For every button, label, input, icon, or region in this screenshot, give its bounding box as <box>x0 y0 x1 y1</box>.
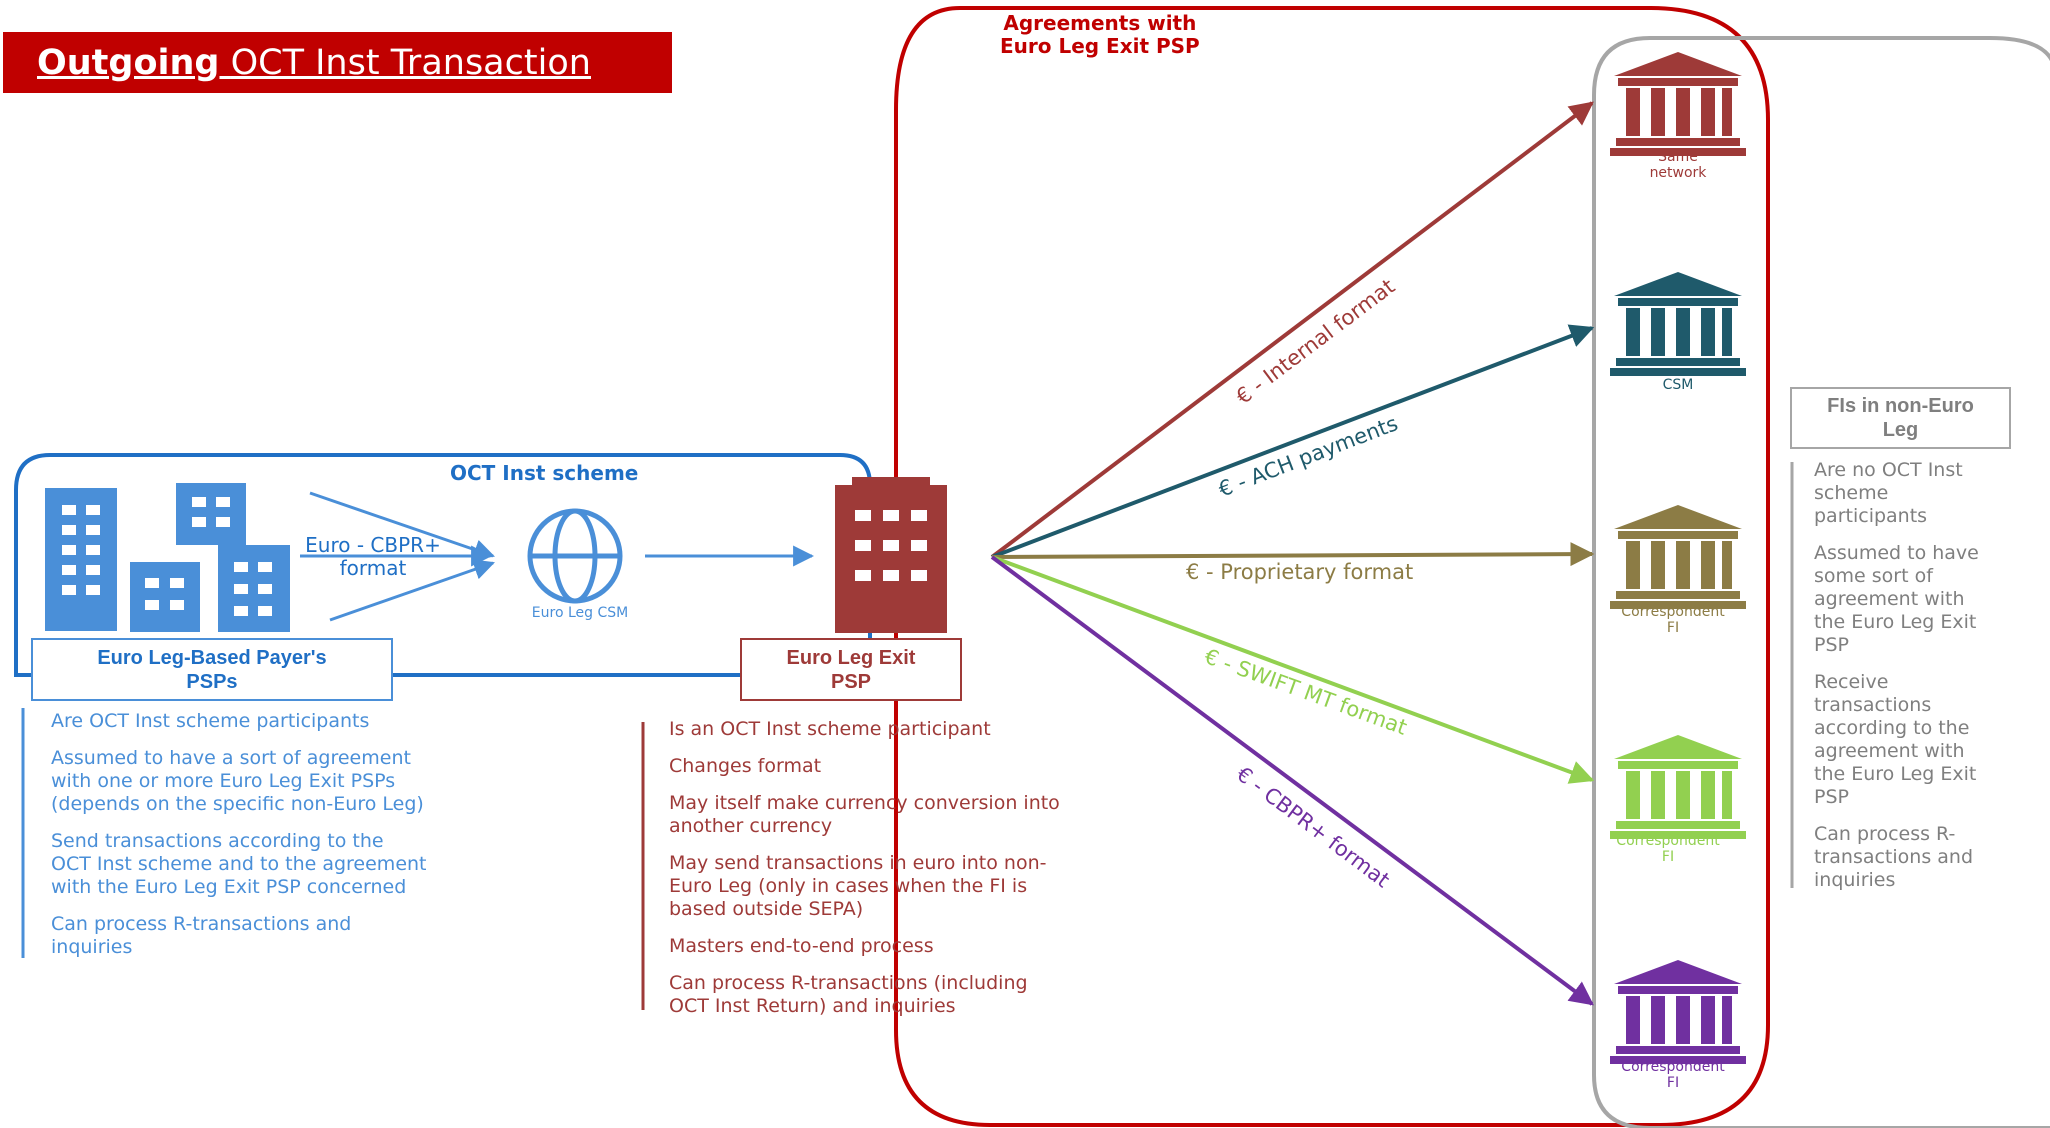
label-proprietary: € - Proprietary format <box>1186 560 1413 584</box>
office-building-icon <box>45 483 290 632</box>
non-euro-region <box>1592 36 2050 1128</box>
payer-points-list: Are OCT Inst scheme participants Assumed… <box>25 710 531 973</box>
title-rest: OCT Inst Transaction <box>230 42 591 83</box>
scheme-label: OCT Inst scheme <box>450 461 639 485</box>
exit-points-list: Is an OCT Inst scheme participant Change… <box>643 718 1149 1032</box>
bank-building-icon <box>1610 960 1746 1064</box>
exit-psp-building-icon <box>835 477 947 633</box>
globe-icon <box>527 508 623 604</box>
arrow-payer-csm-bottom <box>329 559 495 622</box>
agreements-label: Agreements with Euro Leg Exit PSP <box>1000 11 1200 58</box>
list-item: Is an OCT Inst scheme participant <box>669 718 991 740</box>
list-item: Send transactions according to the OCT I… <box>51 830 427 898</box>
list-item: Masters end-to-end process <box>669 935 934 957</box>
route-ach <box>991 324 1595 559</box>
list-item: Assumed to have a sort of agreement with… <box>51 747 424 815</box>
bank-building-icon <box>1610 735 1746 839</box>
list-item: Can process R-transactions (including OC… <box>669 972 1028 1017</box>
list-item: Changes format <box>669 755 822 777</box>
payer-psp-box: Euro Leg-Based Payer's PSPs <box>31 638 393 701</box>
label-cbpr: € - CBPR+ format <box>1232 762 1394 892</box>
list-item: Can process R- transactions and inquirie… <box>1814 823 1974 891</box>
list-item: Can process R-transactions and inquiries <box>51 913 352 958</box>
bank-building-icon <box>1610 272 1746 376</box>
label-internal: € - Internal format <box>1232 274 1400 409</box>
list-item: Receive transactions according to the ag… <box>1814 671 1977 808</box>
non-euro-box: FIs in non-Euro Leg <box>1790 387 2011 449</box>
route-cbpr <box>990 555 1594 1006</box>
csm-label: Euro Leg CSM <box>531 605 629 621</box>
flow-format-label: Euro - CBPR+ format <box>305 533 441 580</box>
target-csm: CSM <box>1662 377 1694 393</box>
route-proprietary <box>991 542 1595 567</box>
label-swift: € - SWIFT MT format <box>1201 644 1410 740</box>
route-swift <box>991 555 1595 784</box>
bank-building-icon <box>1610 52 1746 156</box>
target-correspondent-2: Correspondent FI <box>1616 833 1720 865</box>
list-item: Are no OCT Inst scheme participants <box>1814 459 1963 527</box>
target-correspondent-3: Correspondent FI <box>1621 1059 1725 1091</box>
agreements-region <box>894 6 1770 1127</box>
title-bold: Outgoing <box>37 42 220 83</box>
label-ach: € - ACH payments <box>1215 411 1401 501</box>
bank-building-icon <box>1610 505 1746 609</box>
list-item: Are OCT Inst scheme participants <box>51 710 370 732</box>
arrow-payer-csm-top <box>309 491 495 560</box>
exit-psp-box: Euro Leg Exit PSP <box>740 638 962 701</box>
target-same-network: Same network <box>1649 149 1707 181</box>
route-internal <box>990 101 1594 559</box>
list-item: May itself make currency conversion into… <box>669 792 1060 837</box>
list-item: May send transactions in euro into non- … <box>669 852 1047 920</box>
page-title: Outgoing OCT Inst Transaction <box>3 32 672 93</box>
non-euro-points-list: Are no OCT Inst scheme participants Assu… <box>1788 459 2044 906</box>
target-correspondent-1: Correspondent FI <box>1621 604 1725 636</box>
list-item: Assumed to have some sort of agreement w… <box>1814 542 1979 656</box>
